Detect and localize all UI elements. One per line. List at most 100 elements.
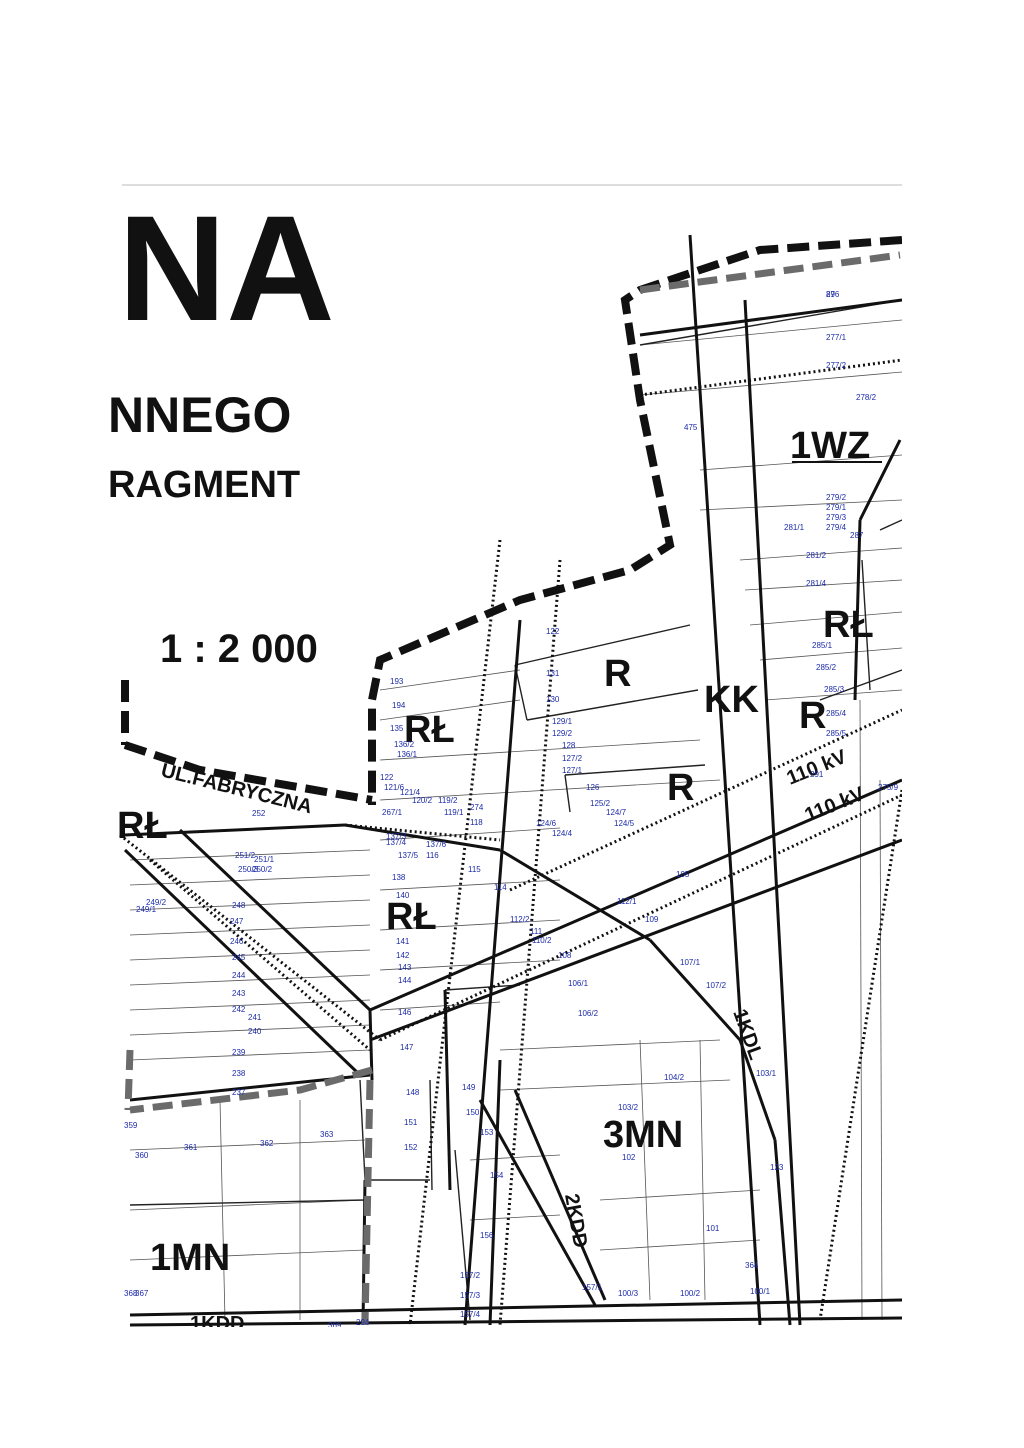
parcel-number: 281/1	[784, 523, 805, 532]
parcel-number: 142	[396, 951, 410, 960]
parcel-number: 100/1	[750, 1287, 771, 1296]
parcel-number: 121/4	[400, 788, 421, 797]
parcel-number: 137/5	[398, 851, 419, 860]
zone-label: R	[667, 767, 694, 809]
parcel-number: 252	[252, 809, 266, 818]
parcel-number: 122	[546, 627, 560, 636]
parcel-number: 108	[558, 951, 572, 960]
parcel-number: 137/3	[386, 832, 407, 841]
parcel-number: 151	[404, 1118, 418, 1127]
parcel-number: 114	[494, 883, 507, 892]
right-margin	[902, 186, 1024, 1336]
parcel-number: 475	[684, 423, 698, 432]
parcel-number: 243	[232, 989, 246, 998]
zone-label: RŁ	[117, 805, 168, 847]
parcel-number: 367	[135, 1289, 149, 1298]
parcel-lines	[129, 319, 903, 1321]
parcel-number: 148	[406, 1088, 420, 1097]
parcel-number: 267/1	[382, 808, 403, 817]
parcel-number: 194	[392, 701, 406, 710]
parcel-number: 129/1	[552, 717, 573, 726]
parcel-number: 124/7	[606, 808, 627, 817]
parcel-number: 127/2	[562, 754, 583, 763]
parcel-number: 285/5	[826, 729, 847, 738]
parcel-number: 152	[404, 1143, 418, 1152]
parcel-number: 154	[490, 1171, 504, 1180]
parcel-number: 112/2	[510, 915, 530, 924]
parcel-number: 124/6	[536, 819, 557, 828]
parcel-number: 153	[480, 1128, 494, 1137]
parcel-number: 107/1	[680, 958, 701, 967]
parcel-number: 102	[622, 1153, 636, 1162]
parcel-number: 244	[232, 971, 246, 980]
boundary-lines	[129, 299, 903, 1321]
parcel-number: 127/1	[562, 766, 583, 775]
parcel-number: 109	[645, 915, 659, 924]
power-line-label-2: 110 kV	[802, 783, 869, 827]
parcel-number: 242	[232, 1005, 246, 1014]
bottom-margin	[0, 1327, 1024, 1448]
zone-label: R	[604, 653, 631, 695]
parcel-number: 131	[546, 669, 560, 678]
parcel-number: 103/1	[756, 1069, 777, 1078]
parcel-number: 157/3	[460, 1291, 481, 1300]
parcel-number: 193	[390, 677, 404, 686]
zone-label: RŁ	[404, 709, 455, 751]
parcel-number: 146	[398, 1008, 412, 1017]
parcel-number: 362	[260, 1139, 274, 1148]
parcel-number: 285/2	[816, 663, 837, 672]
power-line-label-1: 110 kV	[784, 746, 851, 790]
parcel-number: 89	[826, 290, 835, 299]
parcel-number: 246	[230, 937, 244, 946]
parcel-number: 124/5	[614, 819, 635, 828]
parcel-number: 124/4	[552, 829, 573, 838]
parcel-number: 115	[468, 865, 481, 874]
parcel-number: 368	[124, 1289, 138, 1298]
parcel-number: 281/4	[806, 579, 827, 588]
parcel-number: 251/2	[235, 851, 256, 860]
parcel-number: 276	[826, 290, 840, 299]
parcel-number: 105	[676, 870, 690, 879]
title-main: NA	[118, 184, 335, 352]
parcel-number: 247	[230, 917, 244, 926]
parcel-number: 248	[232, 901, 246, 910]
parcel-number: 104/2	[664, 1073, 685, 1082]
parcel-number: 245	[232, 953, 246, 962]
parcel-number: 157/2	[460, 1271, 481, 1280]
parcel-number: 103/2	[618, 1103, 639, 1112]
parcel-number: 249/1	[136, 905, 157, 914]
parcel-number: 279/1	[826, 503, 847, 512]
parcel-number: 150	[466, 1108, 480, 1117]
parcel-number: 107/2	[706, 981, 727, 990]
title-line-3: RAGMENT	[108, 464, 300, 506]
parcel-number: 359	[124, 1121, 138, 1130]
parcel-number: 112/1	[617, 897, 637, 906]
parcel-number: 275/9	[878, 783, 899, 792]
parcel-number: 279/3	[826, 513, 847, 522]
parcel-numbers: 276277/1277/2278/2475279/2279/1279/3279/…	[124, 290, 899, 1330]
scale-label: 1 : 2 000	[160, 627, 318, 671]
parcel-number: 143	[398, 963, 412, 972]
parcel-number: 279/4	[826, 523, 847, 532]
parcel-number: 137/4	[386, 838, 407, 847]
parcel-number: 250/2	[252, 865, 273, 874]
parcel-number: 121/6	[384, 783, 405, 792]
parcel-number: 238	[232, 1069, 246, 1078]
parcel-number: 136/1	[397, 750, 418, 759]
road-2kdd-label: 2KDD	[560, 1192, 591, 1249]
parcel-number: 125/2	[590, 799, 611, 808]
parcel-number: 118	[470, 818, 483, 827]
parcel-number: 111	[530, 927, 543, 936]
parcel-number: 137/6	[426, 840, 447, 849]
parcel-number: 119/1	[444, 808, 464, 817]
title-line-2: NNEGO	[108, 387, 291, 443]
parcel-number: 101	[706, 1224, 720, 1233]
parcel-number: 240	[248, 1027, 262, 1036]
parcel-number: 249/2	[146, 898, 167, 907]
parcel-number: 136/2	[394, 740, 415, 749]
parcel-number: 126	[586, 783, 600, 792]
parcel-number: 116	[426, 851, 439, 860]
plan-boundary	[121, 236, 903, 1326]
parcel-number: 250/3	[238, 865, 259, 874]
